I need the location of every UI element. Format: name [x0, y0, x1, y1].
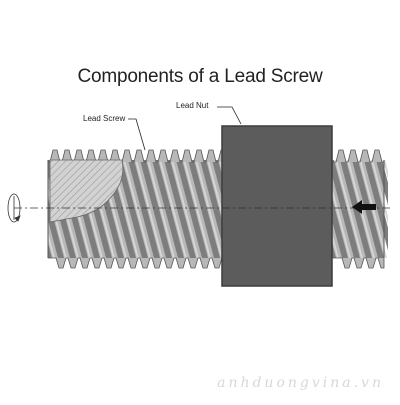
thread-stripe — [188, 160, 220, 258]
screw-teeth-bottom-right — [332, 257, 385, 269]
thread-stripe — [152, 160, 184, 258]
thread-stripe — [8, 160, 40, 258]
thread-highlight — [183, 160, 211, 258]
thread-stripe — [116, 160, 148, 258]
diagram-title: Components of a Lead Screw — [77, 66, 323, 87]
rotation-arrow-icon — [7, 193, 21, 223]
thread-highlight — [135, 160, 163, 258]
lead-screw-leader — [128, 118, 146, 151]
screw-teeth-top-right — [332, 149, 384, 163]
thread-stripe — [164, 160, 196, 258]
thread-highlight — [147, 160, 175, 258]
thread-stripe — [388, 160, 400, 258]
watermark: anhduongvina.vn — [217, 375, 384, 391]
lead-screw — [8, 149, 400, 269]
thread-stripe — [48, 197, 64, 258]
thread-stripe — [128, 160, 160, 258]
thread-stripe — [328, 160, 360, 258]
thread-highlight — [171, 160, 199, 258]
thread-highlight — [159, 160, 187, 258]
thread-stripe — [176, 160, 208, 258]
thread-stripe — [48, 242, 52, 258]
lead-nut-leader — [217, 106, 242, 125]
lead-nut-label: Lead Nut — [176, 101, 209, 110]
screw-teeth-top — [48, 149, 223, 163]
screw-teeth-bottom — [48, 257, 223, 269]
thread-stripe — [140, 160, 172, 258]
left-arrow-icon — [352, 200, 376, 214]
thread-highlight — [123, 160, 151, 258]
thread-highlight — [335, 160, 363, 258]
cutaway-section — [49, 159, 124, 223]
lead-nut — [221, 125, 333, 287]
thread-highlight — [15, 160, 43, 258]
thread-highlight — [395, 160, 400, 258]
thread-highlight — [195, 160, 223, 258]
lead-screw-label: Lead Screw — [83, 114, 126, 123]
thread-stripe — [364, 160, 388, 251]
thread-highlight — [48, 231, 55, 258]
thread-stripe — [376, 160, 388, 206]
